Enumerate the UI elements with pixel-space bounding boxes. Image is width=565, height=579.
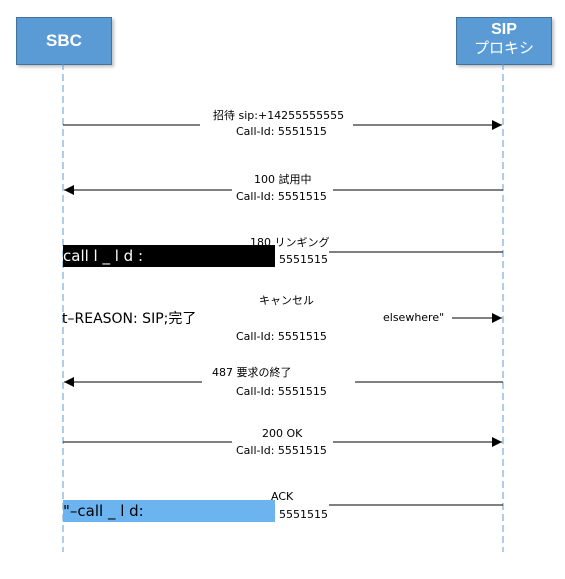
message-487-label: 487 要求の終了 — [212, 366, 292, 379]
message-100-callid: Call-Id: 5551515 — [236, 190, 327, 203]
actor-sip-proxy: SIP プロキシ — [456, 17, 552, 65]
actor-sip-label: SIP — [491, 21, 517, 38]
actor-sbc-label: SBC — [46, 31, 82, 50]
message-200-callid: Call-Id: 5551515 — [236, 444, 327, 457]
message-invite-label: 招待 sip:+14255555555 — [213, 109, 345, 122]
message-cancel-callid: Call-Id: 5551515 — [236, 330, 327, 343]
message-ack-callid: 5551515 — [279, 508, 328, 521]
message-180-callid: 5551515 — [279, 253, 328, 266]
message-cancel-reason: t–REASON: SIP;完了 — [62, 311, 197, 327]
message-ack-label: ACK — [271, 490, 294, 503]
message-invite-callid: Call-Id: 5551515 — [236, 125, 327, 138]
message-487-callid: Call-Id: 5551515 — [236, 385, 327, 398]
overlay-blue-box: "–call _ l d: — [63, 500, 275, 522]
message-cancel-elsewhere: elsewhere" — [383, 311, 445, 324]
message-100-label: 100 試用中 — [254, 173, 312, 186]
actor-proxy-label: プロキシ — [473, 40, 534, 57]
overlay-black-text: call l _ l d : — [63, 247, 144, 265]
overlay-blue-text: "–call _ l d: — [63, 502, 144, 520]
message-200-label: 200 OK — [262, 427, 303, 440]
message-cancel-label: キャンセル — [259, 294, 314, 307]
overlay-black-box: call l _ l d : — [63, 245, 275, 267]
actor-sbc: SBC — [16, 17, 112, 65]
